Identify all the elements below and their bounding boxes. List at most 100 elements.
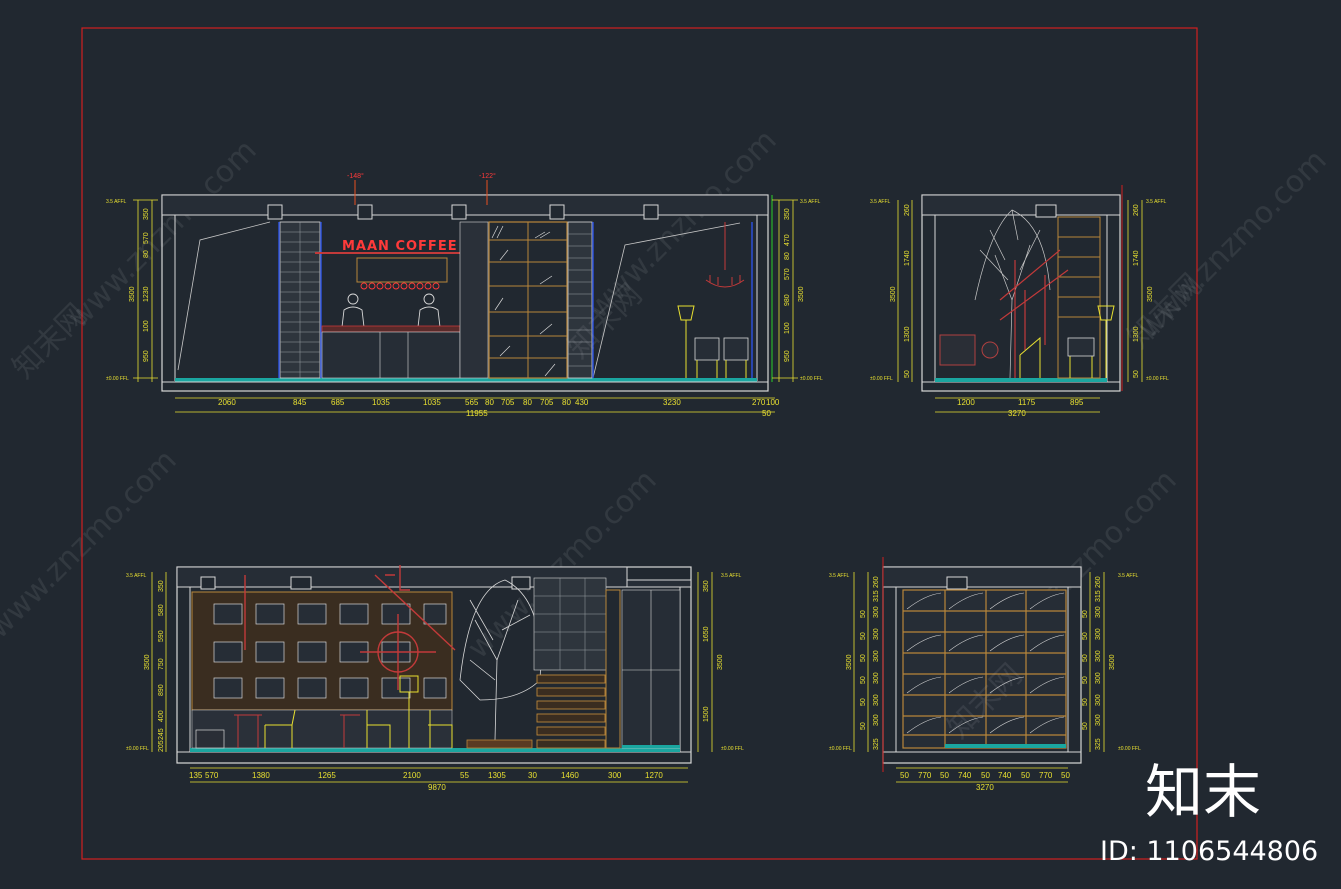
dim-label: 300: [873, 628, 880, 640]
elev-a-dim-lines: [137, 200, 794, 413]
dim-label: 570: [205, 771, 219, 780]
watermark-text: www.znzmo.com: [0, 443, 184, 646]
dim-label: 50: [860, 632, 867, 640]
dim-label: 50: [1082, 632, 1089, 640]
level-marker: 3.5 AFFL: [126, 573, 147, 579]
dim-label: 1460: [561, 771, 579, 780]
dim-label: 1740: [1133, 250, 1140, 266]
dim-total: 11955: [466, 409, 488, 418]
elevation-c: 3.5 AFFL ±0.00 FFL 3.5 AFFL ±0.00 FFL 13…: [126, 565, 744, 792]
coffee-sign-text: MAAN COFFEE: [342, 239, 458, 254]
dim-label: 430: [575, 398, 589, 407]
dim-label: 300: [1095, 650, 1102, 662]
dim-label: 3500: [1109, 654, 1116, 670]
dim-label: 100: [143, 320, 150, 332]
elevation-d: 3.5 AFFL ±0.00 FFL 3.5 AFFL ±0.00 FFL 50…: [829, 557, 1141, 792]
dim-label: 315: [1095, 590, 1102, 602]
level-marker: ±0.00 FFL: [1118, 746, 1141, 752]
dim-label: 260: [873, 576, 880, 588]
dim-label: 260: [1133, 204, 1140, 216]
dim-label: 705: [501, 398, 515, 407]
brand-logo-text: 知末: [1145, 758, 1261, 826]
dim-label: 300: [1095, 672, 1102, 684]
dim-label: 300: [1095, 694, 1102, 706]
dim-label: 50: [762, 409, 771, 418]
level-marker: ±0.00 FFL: [870, 376, 893, 382]
dim-label: 80: [485, 398, 494, 407]
dim-label: 50: [1082, 610, 1089, 618]
pendant-label: -122°: [479, 172, 496, 180]
dim-label: 50: [1082, 698, 1089, 706]
dim-label: 1175: [1018, 398, 1036, 407]
dim-label: 590: [158, 630, 165, 642]
dim-label: 1650: [703, 626, 710, 642]
dim-label: 50: [1082, 654, 1089, 662]
dim-label: 300: [1095, 714, 1102, 726]
dim-label: 80: [523, 398, 532, 407]
elev-a-dims: 2060 845 685 1035 1035 565 80 705 80 705…: [129, 208, 805, 418]
level-marker: ±0.00 FFL: [1146, 376, 1169, 382]
level-marker: 3.5 AFFL: [1146, 199, 1167, 205]
level-marker: ±0.00 FFL: [800, 376, 823, 382]
dim-label: 50: [900, 771, 909, 780]
dim-label: 770: [1039, 771, 1053, 780]
level-marker: 3.5 AFFL: [721, 573, 742, 579]
level-marker: 3.5 AFFL: [106, 199, 127, 205]
level-marker: 3.5 AFFL: [829, 573, 850, 579]
dim-label: 50: [860, 722, 867, 730]
dim-label: 2100: [403, 771, 421, 780]
watermark-cn: 知末网: [1121, 267, 1209, 355]
dim-label: 300: [1095, 606, 1102, 618]
dim-label: 350: [784, 208, 791, 220]
dim-label: 315: [873, 590, 880, 602]
dim-label: 3500: [129, 286, 136, 302]
dim-label: 470: [784, 234, 791, 246]
dim-label: 50: [860, 610, 867, 618]
dim-label: 80: [143, 250, 150, 258]
dim-label: 1300: [1133, 326, 1140, 342]
dim-label: 565: [465, 398, 479, 407]
level-marker: ±0.00 FFL: [829, 746, 852, 752]
dim-total: 9870: [428, 783, 446, 792]
dim-label: 3500: [1147, 286, 1154, 302]
dim-label: 1230: [143, 286, 150, 302]
dim-label: 325: [873, 738, 880, 750]
dim-label: 135: [189, 771, 203, 780]
pendant-label: -148°: [347, 172, 364, 180]
dim-label: 1380: [252, 771, 270, 780]
level-marker: 3.5 AFFL: [1118, 573, 1139, 579]
dim-label: 1270: [645, 771, 663, 780]
elev-d-dim-lines: [853, 572, 1105, 783]
dim-label: 50: [904, 370, 911, 378]
dim-label: 750: [158, 658, 165, 670]
dim-label: 1500: [703, 706, 710, 722]
dim-label: 1035: [423, 398, 441, 407]
dim-label: 3500: [798, 286, 805, 302]
dim-total: 3270: [1008, 409, 1026, 418]
dim-label: 50: [1082, 722, 1089, 730]
dim-label: 50: [860, 654, 867, 662]
dim-label: 50: [860, 698, 867, 706]
level-marker: 3.5 AFFL: [870, 199, 891, 205]
elev-c-dims: 135 570 1380 1265 2100 55 1305 30 1460 3…: [144, 580, 724, 792]
dim-label: 1305: [488, 771, 506, 780]
dim-label: 980: [784, 294, 791, 306]
sheet-border: [81, 27, 1198, 860]
dim-label: 3500: [144, 654, 151, 670]
elev-d-dims: 50 770 50 740 50 740 50 770 50 3270 260 …: [846, 576, 1116, 792]
dim-label: 50: [1021, 771, 1030, 780]
dim-label: 300: [1095, 628, 1102, 640]
elev-c-dim-lines: [151, 572, 713, 783]
dim-label: 770: [918, 771, 932, 780]
dim-label: 300: [873, 694, 880, 706]
dim-label: 300: [873, 606, 880, 618]
dim-label: 400: [158, 710, 165, 722]
dim-label: 30: [528, 771, 537, 780]
dim-label: 300: [873, 714, 880, 726]
dim-label: 350: [158, 580, 165, 592]
asset-id-text: ID: 1106544806: [1100, 836, 1318, 867]
level-marker: ±0.00 FFL: [126, 746, 149, 752]
dim-label: 3230: [663, 398, 681, 407]
dim-label: 3500: [846, 654, 853, 670]
watermark-cn: 知末网: [6, 297, 94, 385]
